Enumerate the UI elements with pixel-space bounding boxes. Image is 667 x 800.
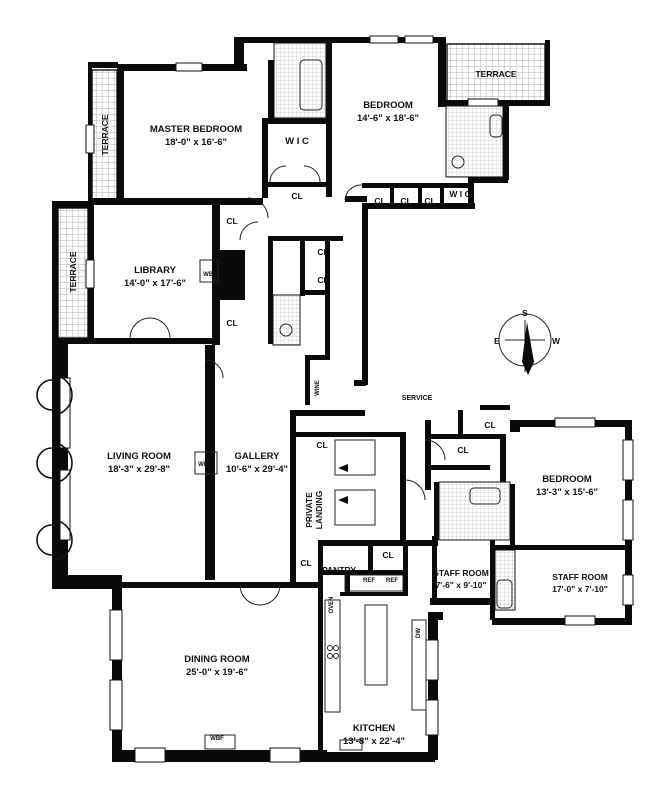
- oven-label: OVEN: [329, 596, 335, 613]
- wbf-label-library: WBF: [203, 272, 217, 278]
- staff-room-1-name: STAFF ROOM: [433, 568, 489, 578]
- wic-label-master: W I C: [285, 136, 309, 147]
- compass-w-label: W: [552, 336, 561, 346]
- bay-windows: [36, 374, 73, 561]
- interior-walls: [60, 60, 625, 755]
- terrace-label-north-east: TERRACE: [475, 69, 516, 79]
- closet-label: CL: [382, 550, 393, 560]
- bedroom-north-dims: 14'-6" x 18'-6": [357, 113, 419, 124]
- staff-room-2-dims: 17'-0" x 7'-10": [552, 584, 608, 594]
- door-swings: [129, 165, 446, 606]
- living-room-name: LIVING ROOM: [107, 451, 171, 462]
- private-landing-line-1: PRIVATE: [304, 492, 314, 528]
- closet-label: CL: [317, 247, 328, 257]
- compass-needle: [522, 322, 534, 375]
- closet-label: CL: [400, 196, 411, 206]
- gallery-dims: 10'-6" x 29'-4": [226, 464, 288, 475]
- closet-label: CL: [457, 445, 468, 455]
- closet-label: CL: [291, 191, 302, 201]
- living-room-dims: 18'-3" x 29'-8": [108, 464, 170, 475]
- terrace-label-west-upper: TERRACE: [100, 114, 110, 155]
- wbf-label-dining: WBF: [210, 736, 224, 742]
- compass-e-label: E: [494, 336, 500, 346]
- dining-room-dims: 25'-0" x 19'-6": [186, 667, 248, 678]
- wbf-label-living: WBF: [198, 462, 212, 468]
- closet-label: CL: [424, 196, 435, 206]
- closet-label: CL: [226, 216, 237, 226]
- fireplaces: [194, 259, 236, 750]
- gallery-name: GALLERY: [234, 451, 280, 462]
- exterior-walls: [52, 37, 632, 762]
- closet-label: CL: [484, 420, 495, 430]
- wic-label-bedroom: W I C: [449, 189, 470, 199]
- wine-label: WINE: [315, 380, 321, 396]
- ref-label-1: REF: [363, 578, 375, 584]
- closet-label: CL: [316, 440, 327, 450]
- master-bedroom-name: MASTER BEDROOM: [150, 124, 242, 135]
- dining-room-name: DINING ROOM: [184, 654, 250, 665]
- bedroom-north-name: BEDROOM: [363, 100, 413, 111]
- dw-label: DW: [416, 628, 422, 638]
- bathrooms: [272, 42, 516, 611]
- bedroom-east-name: BEDROOM: [542, 474, 592, 485]
- closet-label: CL: [374, 196, 385, 206]
- private-landing-line-2: LANDING: [314, 490, 324, 529]
- closet-label: CL: [226, 318, 237, 328]
- master-bedroom-dims: 18'-0" x 16'-6": [165, 137, 227, 148]
- staff-room-1-dims: 7'-6" x 9'-10": [436, 580, 487, 590]
- windows: [59, 35, 634, 763]
- compass-rose: S E W: [494, 308, 561, 375]
- kitchen-name: KITCHEN: [353, 723, 395, 734]
- small-labels: W I C W I C CL CL CL CL CL CL CL CL CL C…: [198, 136, 496, 742]
- compass-s-label: S: [522, 308, 528, 318]
- kitchen-fixtures: [324, 439, 427, 751]
- terrace-west-lower: [57, 207, 89, 339]
- library-name: LIBRARY: [134, 265, 177, 276]
- kitchen-dims: 13'-8" x 22'-4": [343, 736, 405, 747]
- terrace-label-west-lower: TERRACE: [68, 251, 78, 292]
- closet-label: CL: [300, 558, 311, 568]
- ref-label-2: REF: [386, 578, 398, 584]
- bedroom-east-dims: 13'-3" x 15'-6": [536, 487, 598, 498]
- library-dims: 14'-0" x 17'-6": [124, 278, 186, 289]
- room-labels: MASTER BEDROOM 18'-0" x 16'-6" BEDROOM 1…: [107, 100, 608, 747]
- pantry-label: PANTRY: [322, 565, 356, 575]
- service-label: SERVICE: [402, 395, 433, 402]
- closet-label: CL: [317, 275, 328, 285]
- staff-room-2-name: STAFF ROOM: [552, 572, 608, 582]
